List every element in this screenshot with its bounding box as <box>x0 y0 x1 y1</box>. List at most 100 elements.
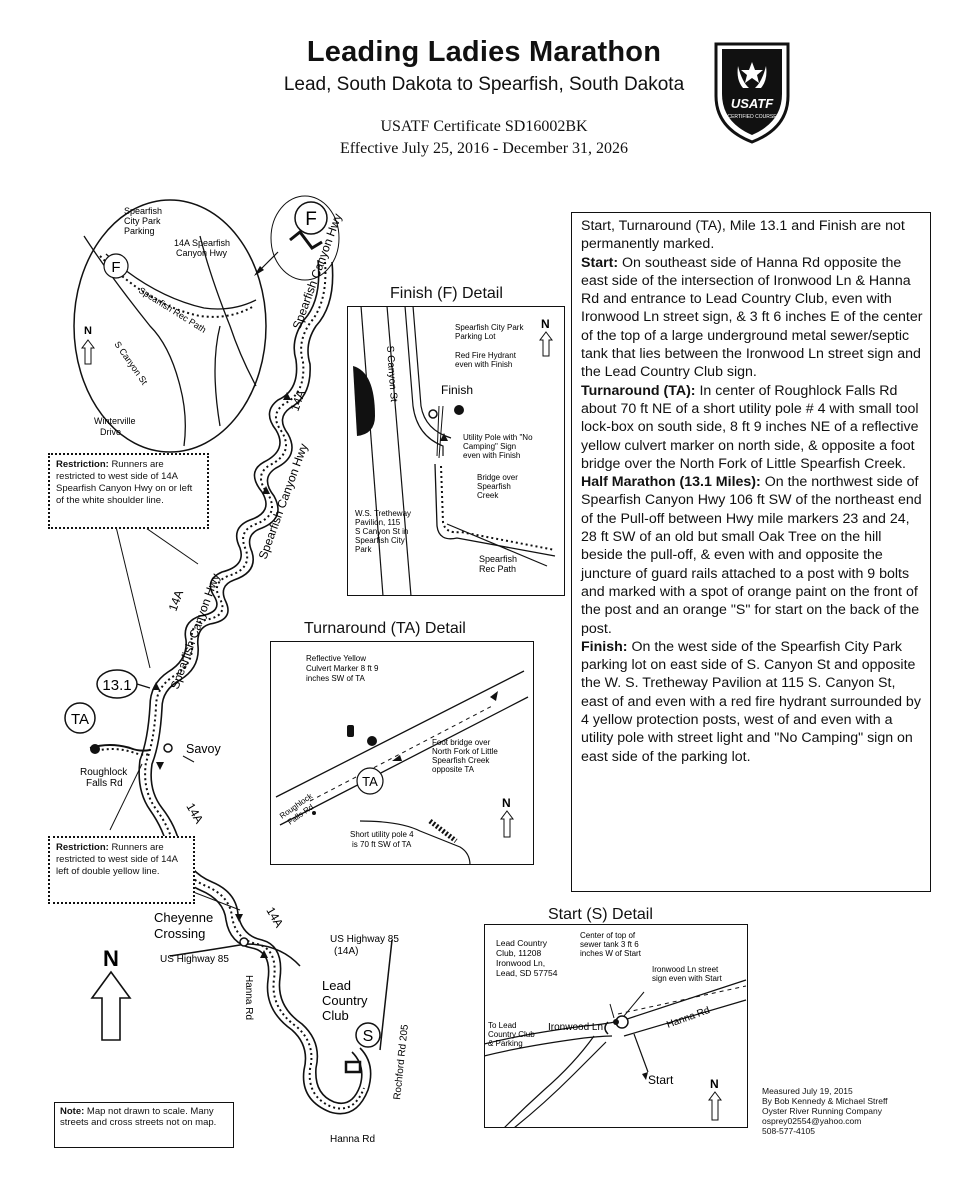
hwy-14a-label-4: 14A <box>263 905 286 930</box>
start-tank-2: sewer tank 3 ft 6 <box>580 940 639 949</box>
measured-phone: 508-577-4105 <box>762 1126 815 1136</box>
start-hanna-label: Hanna Rd <box>665 1005 711 1031</box>
start-toclub-2: Country Club <box>488 1030 535 1039</box>
inset-winterville-2: Drive <box>100 427 121 437</box>
spearfish-inset-map: F Spearfish City Park Parking 14A Spearf… <box>73 199 267 453</box>
inset-hwy-1: 14A Spearfish <box>174 238 230 248</box>
start-club-1: Lead Country <box>496 938 548 948</box>
logo-text: USATF <box>731 96 774 111</box>
start-tank-3: inches W of Start <box>580 949 642 958</box>
start-club-2: Club, 11208 <box>496 948 541 958</box>
start-north-label: N <box>710 1077 719 1091</box>
finish-pavilion-4: Spearfish City <box>355 536 405 545</box>
measured-by: By Bob Kennedy & Michael Streff <box>762 1096 888 1106</box>
roughlock-falls-road <box>89 744 151 752</box>
inset-parking-2: City Park <box>124 216 161 226</box>
ta-north-label: N <box>502 796 511 810</box>
inset-winterville-1: Winterville <box>94 416 136 426</box>
note-box: Note: Map not drawn to scale. Many stree… <box>54 1102 234 1148</box>
restriction-box-upper: Restriction: Runners are restricted to w… <box>48 453 209 529</box>
finish-pavilion-5: Park <box>355 545 372 554</box>
hwy-14a-label-3: 14A <box>183 801 206 826</box>
finish-detail-title: Finish (F) Detail <box>390 285 503 302</box>
inset-hwy-2: Canyon Hwy <box>176 248 228 258</box>
finish-recpath-1: Spearfish <box>479 554 517 564</box>
finish-pavilion-2: Pavilion, 115 <box>355 518 401 527</box>
ta-marker-circle <box>64 702 96 734</box>
lead-cc-label-3: Club <box>322 1008 349 1023</box>
start-detail-title: Start (S) Detail <box>548 906 653 923</box>
certificate-number: USATF Certificate SD16002BK <box>380 118 588 135</box>
course-description: Start, Turnaround (TA), Mile 13.1 and Fi… <box>571 212 931 892</box>
finish-parking-1: Spearfish City Park <box>455 323 524 332</box>
ta-footbridge-2: North Fork of Little <box>432 747 498 756</box>
cheyenne-label-2: Crossing <box>154 926 205 941</box>
finish-north-label: N <box>541 317 550 331</box>
start-toclub-3: & Parking <box>488 1039 523 1048</box>
description-turnaround: Turnaround (TA): In center of Roughlock … <box>581 382 919 472</box>
effective-dates: Effective July 25, 2016 - December 31, 2… <box>339 140 629 157</box>
description-half-marathon: Half Marathon (13.1 Miles): On the north… <box>581 474 922 637</box>
certificate-block: USATF Certificate SD16002BK Effective Ju… <box>0 116 968 160</box>
ta-detail-marker: TA <box>362 774 378 789</box>
ta-culvert-1: Reflective Yellow <box>306 654 366 663</box>
ta-pole-2: is 70 ft SW of TA <box>352 840 412 849</box>
start-detail-map: Lead Country Club, 11208 Ironwood Ln, Le… <box>484 931 747 1128</box>
ta-north-arrow-icon <box>500 810 514 838</box>
start-detail-box <box>484 924 748 1128</box>
hwy-label-mid: Spearfish Canyon Hwy <box>256 442 311 561</box>
ta-detail-box <box>270 641 534 865</box>
us85-right-label-2: (14A) <box>334 946 358 957</box>
finish-north-arrow-icon <box>539 331 553 357</box>
us85-right-label-1: US Highway 85 <box>330 934 399 945</box>
ta-detail-map: TA Reflective Yellow Culvert Marker 8 ft… <box>275 654 529 865</box>
description-start: Start: On southeast side of Hanna Rd opp… <box>581 254 923 381</box>
route-arrows <box>152 392 291 958</box>
finish-area-ring <box>270 195 340 281</box>
finish-marker-label: F <box>305 209 317 230</box>
north-arrow-icon <box>90 970 132 1041</box>
ta-footbridge-1: Foot bridge over <box>432 738 491 747</box>
start-tank-1: Center of top of <box>580 931 636 940</box>
finish-detail-box <box>347 306 565 596</box>
finish-pavilion-3: S Canyon St in <box>355 527 408 536</box>
start-ironwood-label: Ironwood Ln <box>548 1022 603 1033</box>
restriction-box-lower: Restriction: Runners are restricted to w… <box>48 836 195 904</box>
ta-detail-title: Turnaround (TA) Detail <box>304 620 466 637</box>
lead-country-club-building <box>344 1060 362 1074</box>
measured-by-block: Measured July 19, 2015 By Bob Kennedy & … <box>762 1086 888 1136</box>
ta-culvert-3: inches SW of TA <box>306 674 366 683</box>
finish-hydrant-1: Red Fire Hydrant <box>455 351 517 360</box>
rochford-road <box>379 939 393 1051</box>
finish-detail-map: S Canyon St Spearfish City Park Parking … <box>353 306 556 596</box>
inset-parking-3: Parking <box>124 226 155 236</box>
ta-pole-1: Short utility pole 4 <box>350 830 414 839</box>
north-label: N <box>103 946 119 971</box>
inset-parking-1: Spearfish <box>124 206 162 216</box>
inset-pointer-icon <box>254 251 279 276</box>
finish-pole-1: Utility Pole with "No <box>463 433 533 442</box>
hanna-rd-vertical: Hanna Rd <box>243 975 254 1020</box>
start-sign-1: Ironwood Ln street <box>652 965 719 974</box>
hwy-14a-label-2: 14A <box>166 588 186 613</box>
finish-recpath-2: Rec Path <box>479 564 516 574</box>
ta-marker-label: TA <box>71 711 89 728</box>
highway-14a <box>138 259 372 1115</box>
finish-bridge-2: Spearfish <box>477 482 511 491</box>
measured-email: osprey02554@yahoo.com <box>762 1116 862 1126</box>
start-marker-label: S <box>363 1028 374 1045</box>
cheyenne-crossing-point <box>239 937 249 947</box>
ta-footbridge-4: opposite TA <box>432 765 475 774</box>
mile-13-marker-label: 13.1 <box>102 677 131 694</box>
description-intro: Start, Turnaround (TA), Mile 13.1 and Fi… <box>581 218 905 253</box>
finish-pole-3: even with Finish <box>463 451 520 460</box>
map-title: Leading Ladies Marathon <box>306 36 662 68</box>
description-finish: Finish: On the west side of the Spearfis… <box>581 638 921 765</box>
us85-left-label: US Highway 85 <box>160 954 229 965</box>
measured-date: Measured July 19, 2015 <box>762 1086 853 1096</box>
finish-bridge-3: Creek <box>477 491 499 500</box>
roughlock-label-2: Falls Rd <box>86 778 123 789</box>
finish-parking-2: Parking Lot <box>455 332 496 341</box>
measured-company: Oyster River Running Company <box>762 1106 882 1116</box>
